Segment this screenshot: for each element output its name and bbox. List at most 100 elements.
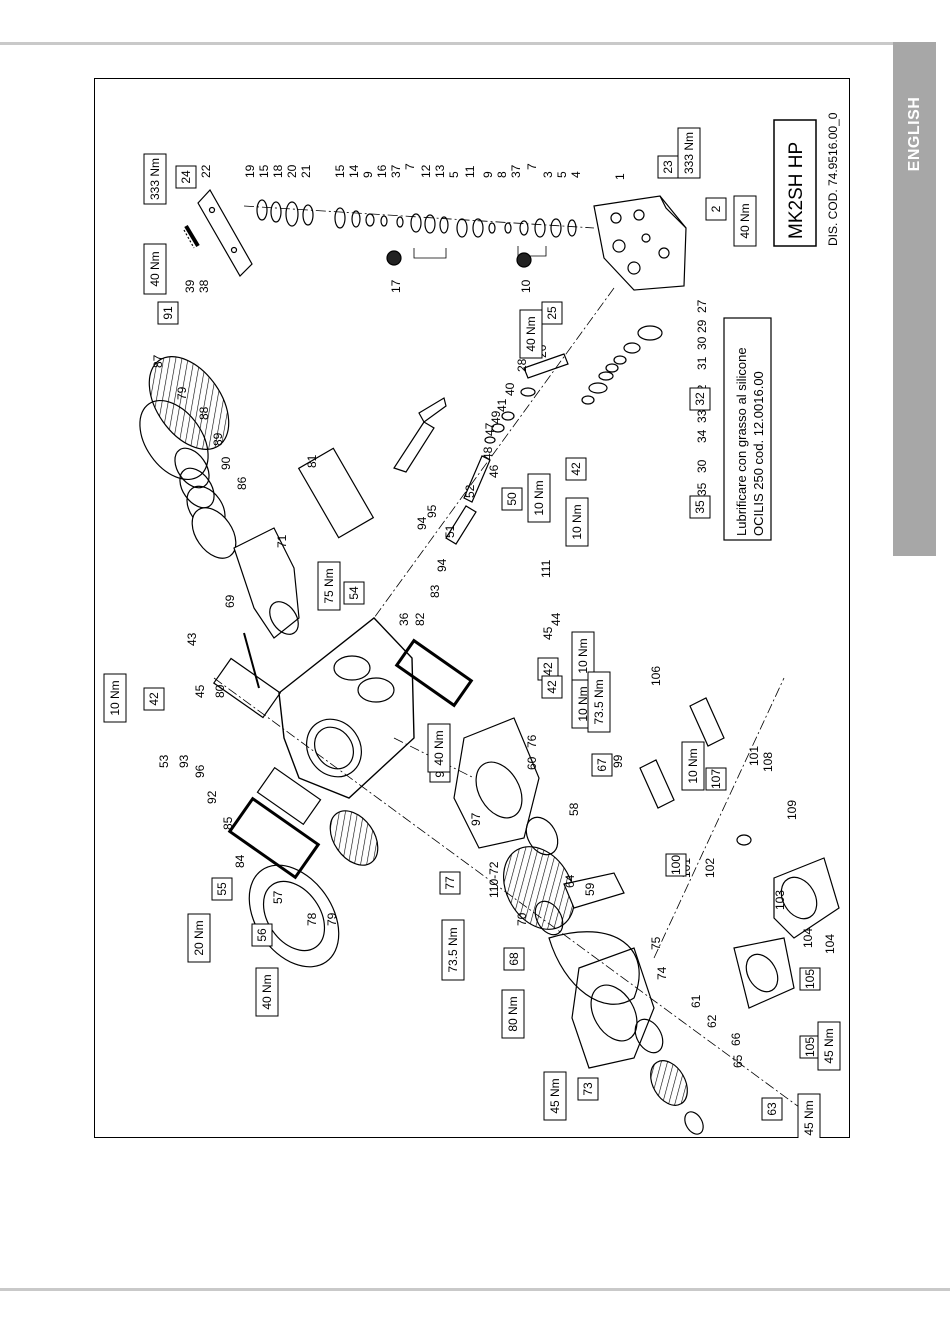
part-geometry xyxy=(139,188,840,1135)
part-label-35: 34 xyxy=(695,429,709,443)
part-label-19: 37 xyxy=(509,164,523,178)
part-label-47: 51 xyxy=(443,524,457,538)
drawing-frame xyxy=(94,78,850,1138)
torque-box-7: 10 Nm xyxy=(527,473,551,523)
ref-box-63-25-frame xyxy=(761,1097,783,1121)
language-tab[interactable]: ENGLISH xyxy=(893,42,936,556)
ref-box-107-16: 107 xyxy=(705,767,727,791)
part-label-28: 10 xyxy=(519,279,533,293)
torque-box-16: 40 Nm xyxy=(255,967,279,1017)
torque-box-15-text: 20 Nm xyxy=(192,920,206,955)
part-label-63: 82 xyxy=(413,612,427,626)
ref-box-105-22-frame xyxy=(799,967,821,991)
part-label-36: 30 xyxy=(695,459,709,473)
ref-box-35-10: 35 xyxy=(689,495,711,519)
valve-stack-upper xyxy=(256,199,449,234)
torque-box-6-text: 10 Nm xyxy=(108,680,122,715)
part-label-77: 79 xyxy=(325,912,339,926)
torque-box-17: 73.5 Nm xyxy=(441,919,465,981)
ref-box-54-11-frame xyxy=(343,581,365,605)
torque-box-9-frame xyxy=(317,561,341,611)
ref-box-2-3-text: 2 xyxy=(709,205,723,212)
torque-box-2: 333 Nm xyxy=(677,127,701,179)
ref-box-105-22: 105 xyxy=(799,967,821,991)
ref-box-100-17: 100 xyxy=(665,853,687,877)
part-label-87: 74 xyxy=(655,966,669,980)
part-label-44: 48 xyxy=(481,446,495,460)
torque-box-1-text: 333 Nm xyxy=(148,158,162,200)
part-label-75: 57 xyxy=(271,890,285,904)
part-label-11: 37 xyxy=(389,164,403,178)
torque-box-19-text: 45 Nm xyxy=(548,1078,562,1113)
title-block: MK2SH HP DIS. COD. 74.9516.00_0 xyxy=(773,112,840,247)
torque-box-1-frame xyxy=(143,153,167,205)
torque-box-15-frame xyxy=(187,913,211,963)
torque-box-17-text: 73.5 Nm xyxy=(446,927,460,972)
ref-box-54-11: 54 xyxy=(343,581,365,605)
ref-box-77-20-text: 77 xyxy=(443,876,457,890)
gearbox-cover xyxy=(733,857,840,1009)
part-label-93: 99 xyxy=(611,754,625,768)
part-label-67: 44 xyxy=(549,612,563,626)
part-label-70: 93 xyxy=(177,754,191,768)
ref-box-73-24-text: 73 xyxy=(581,1082,595,1096)
part-label-6: 22 xyxy=(199,164,213,178)
ref-box-42-6: 42 xyxy=(143,687,165,711)
reduction-housing xyxy=(453,717,655,1069)
part-label-10: 16 xyxy=(375,164,389,178)
axis-lines xyxy=(213,205,815,1119)
part-label-26: 38 xyxy=(197,279,211,293)
ref-box-32-9: 32 xyxy=(689,387,711,411)
part-label-90: 66 xyxy=(729,1032,743,1046)
top-rule xyxy=(0,42,893,45)
ref-box-77-20: 77 xyxy=(439,871,461,895)
ref-box-32-9-text: 32 xyxy=(693,392,707,406)
ref-box-100-17-text: 100 xyxy=(669,855,683,875)
part-label-101: 104 xyxy=(823,934,837,954)
ref-box-100-17-frame xyxy=(665,853,687,877)
part-label-23: 4 xyxy=(569,171,583,178)
torque-box-13: 73.5 Nm xyxy=(587,671,611,733)
ref-box-67-15: 67 xyxy=(591,753,613,777)
torque-box-5-text: 40 Nm xyxy=(524,316,538,351)
ref-box-42-8-frame xyxy=(565,457,587,481)
part-label-25: 39 xyxy=(183,279,197,293)
ref-box-24-1-text: 24 xyxy=(179,170,193,184)
ref-box-42-12-text: 42 xyxy=(541,662,555,676)
part-label-43: 47 xyxy=(483,422,497,436)
torque-box-7-frame xyxy=(527,473,551,523)
part-label-81: 58 xyxy=(567,802,581,816)
ref-box-68-21-text: 68 xyxy=(507,952,521,966)
torque-box-5: 40 Nm xyxy=(519,309,543,359)
part-label-61: 80 xyxy=(213,684,227,698)
ref-box-77-20-frame xyxy=(439,871,461,895)
part-label-29: 27 xyxy=(695,299,709,313)
part-label-97: 102 xyxy=(703,858,717,878)
torque-box-21: 45 Nm xyxy=(817,1021,841,1071)
torque-box-17-frame xyxy=(441,919,465,981)
bottom-rule xyxy=(0,1288,950,1291)
part-label-68: 45 xyxy=(541,626,555,640)
part-label-12: 7 xyxy=(403,163,417,170)
model-title: MK2SH HP xyxy=(786,142,807,239)
part-label-40: 40 xyxy=(503,382,517,396)
part-label-85: 59 xyxy=(583,882,597,896)
part-label-59: 43 xyxy=(185,632,199,646)
part-label-84: 64 xyxy=(563,874,577,888)
ref-box-42-8-text: 42 xyxy=(569,462,583,476)
torque-box-6-frame xyxy=(103,673,127,723)
torque-box-18-text: 80 Nm xyxy=(506,996,520,1031)
torque-box-4-text: 40 Nm xyxy=(148,251,162,286)
language-tab-label: ENGLISH xyxy=(905,96,923,172)
part-label-53: 88 xyxy=(197,406,211,420)
part-label-14: 13 xyxy=(433,164,447,178)
part-label-98: 109 xyxy=(785,800,799,820)
torque-box-8: 10 Nm xyxy=(565,497,589,547)
part-label-64: 83 xyxy=(428,584,442,598)
drawing-code: DIS. COD. 74.9516.00_0 xyxy=(826,112,840,246)
torque-box-11-text: 10 Nm xyxy=(576,686,590,721)
torque-box-20-text: 45 Nm xyxy=(802,1100,816,1135)
torque-box-21-text: 45 Nm xyxy=(822,1028,836,1063)
torque-box-7-text: 10 Nm xyxy=(532,480,546,515)
ref-box-105-22-text: 105 xyxy=(803,969,817,989)
